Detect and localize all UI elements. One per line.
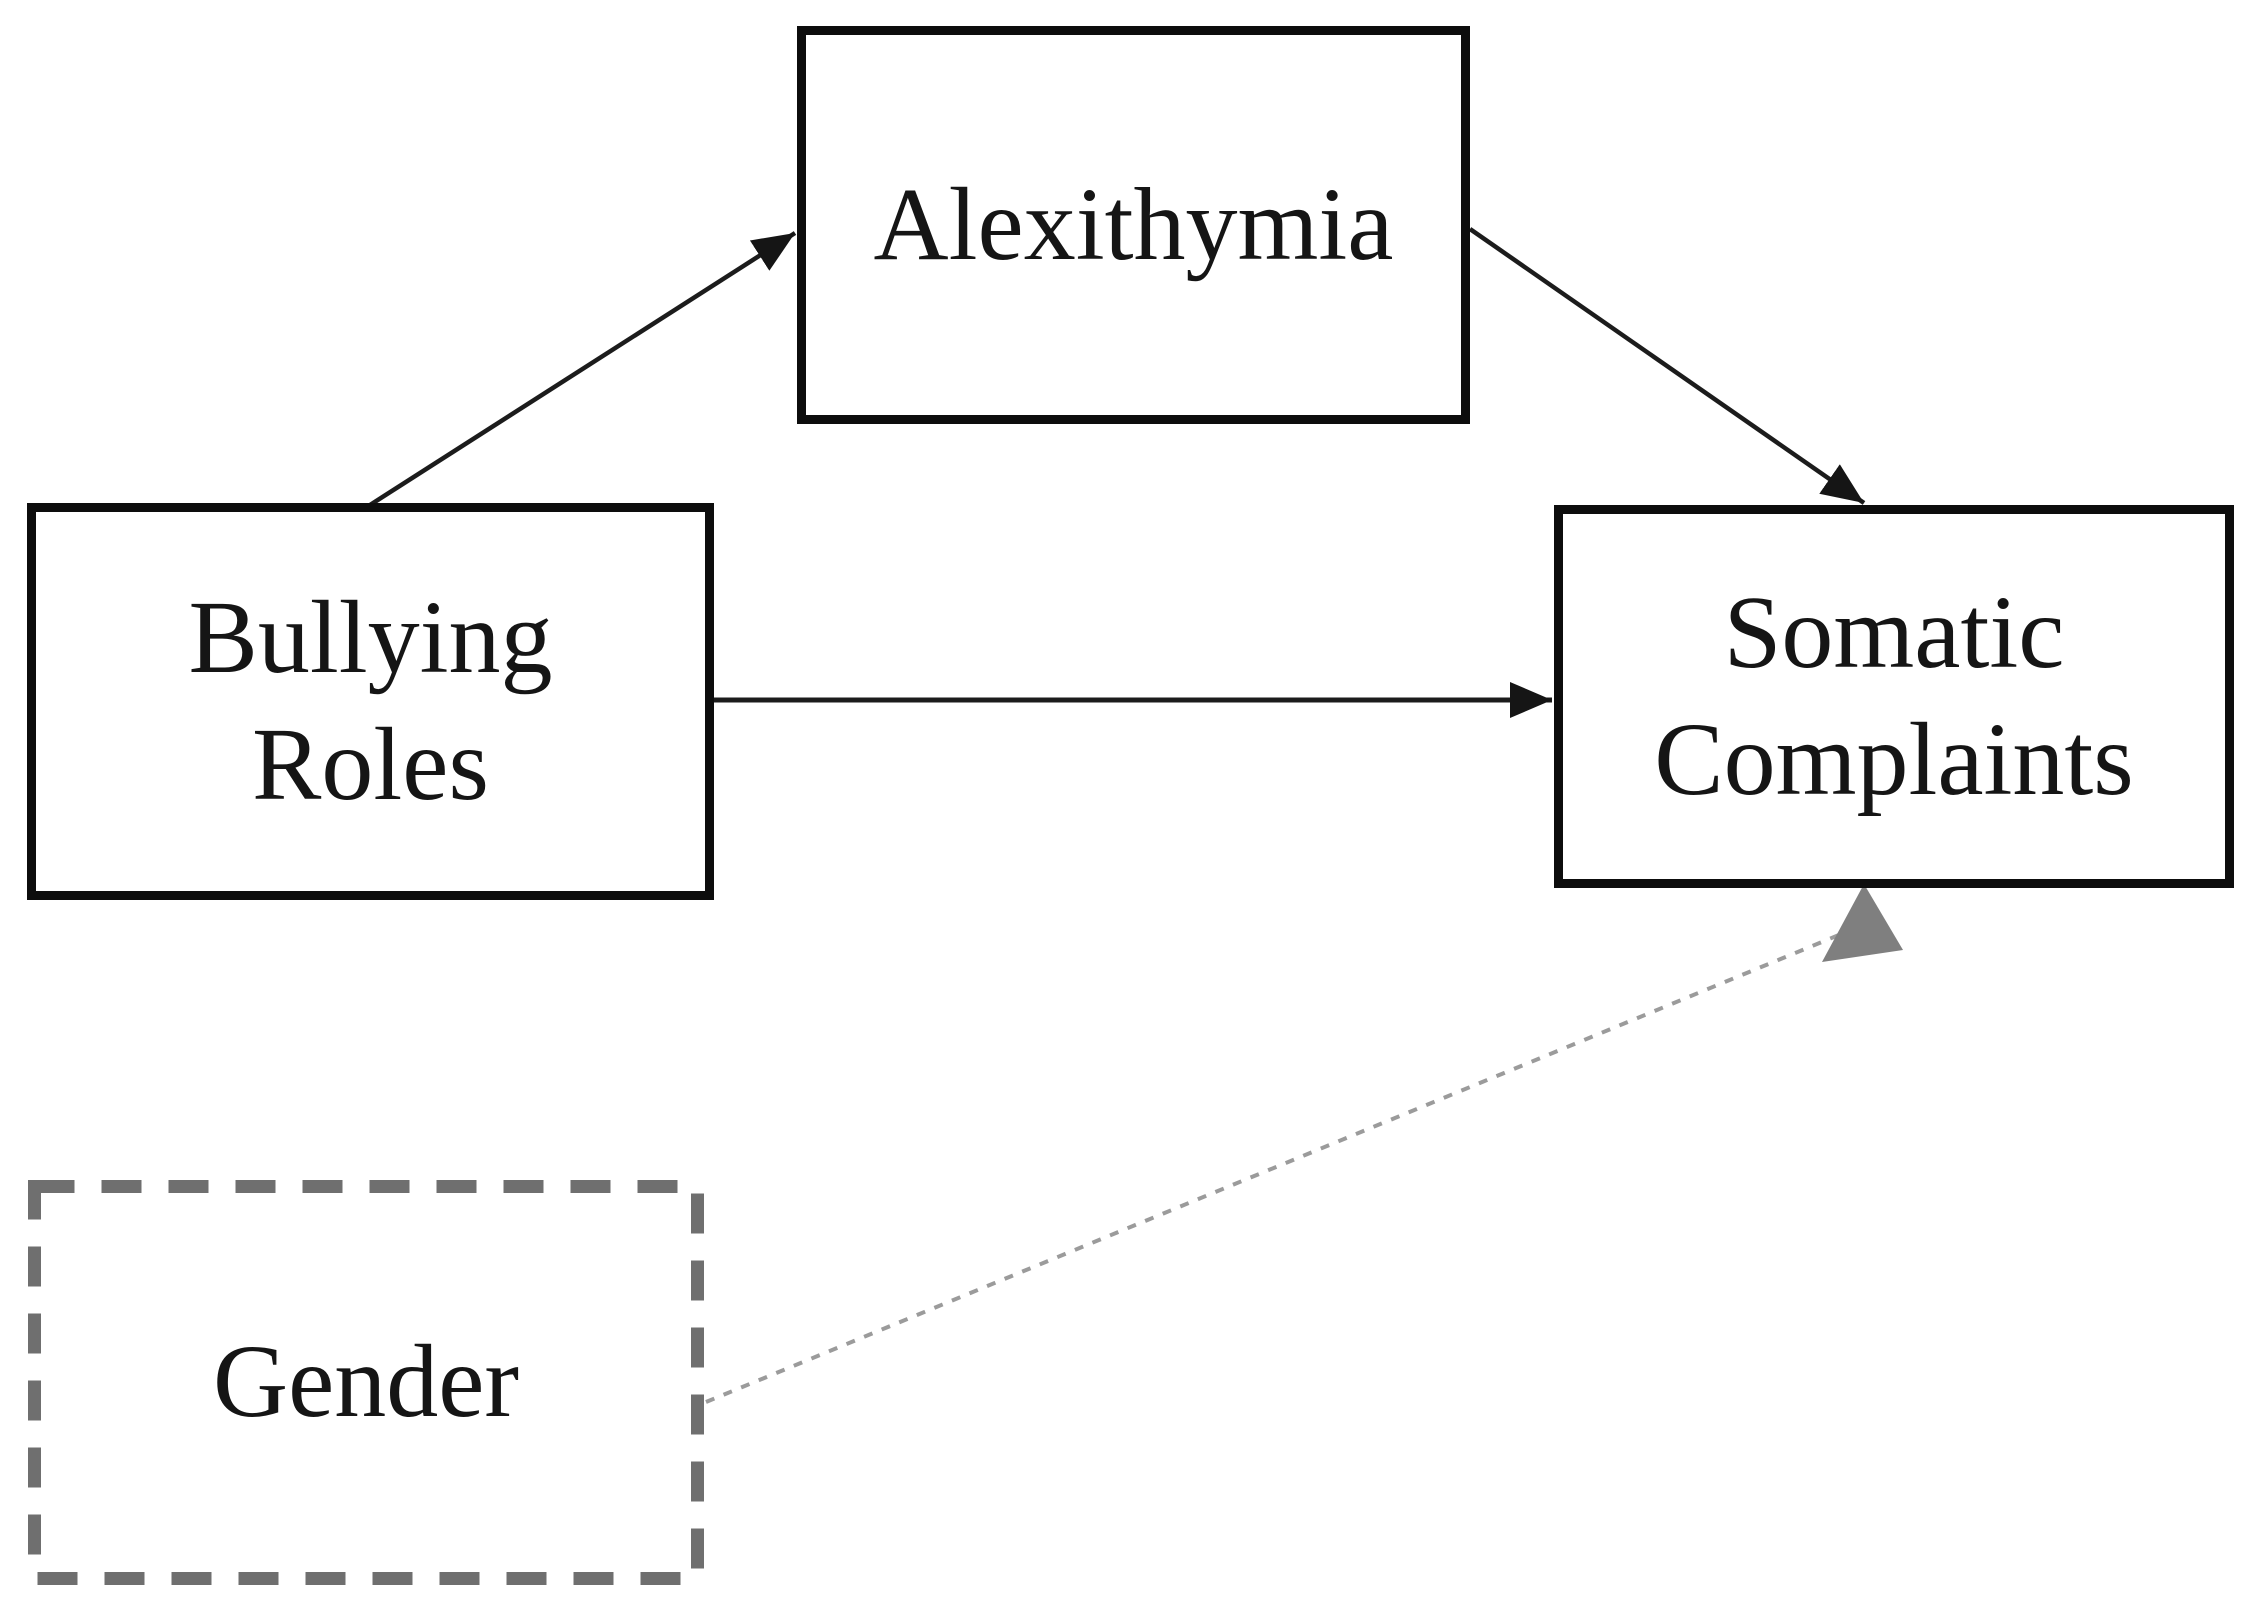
node-somatic-complaints-label: Somatic Complaints [1654,574,2134,817]
node-bullying-roles-label: Bullying Roles [188,579,553,822]
node-bullying-roles: Bullying Roles [27,503,714,900]
node-alexithymia-label: Alexithymia [873,166,1394,282]
node-gender-label: Gender [212,1324,520,1440]
gender-box-dashed-border [28,1180,704,1585]
edge-gender-arrowhead [1822,884,1903,962]
edge-bullying-roles-to-alexithymia [368,231,797,507]
edge-gender-to-somatic-complaints [705,928,1852,1404]
node-gender: Gender [28,1180,704,1585]
edge-alexithymia-to-somatic-complaints [1468,227,1866,505]
node-alexithymia: Alexithymia [797,26,1470,424]
node-somatic-complaints: Somatic Complaints [1554,505,2234,888]
